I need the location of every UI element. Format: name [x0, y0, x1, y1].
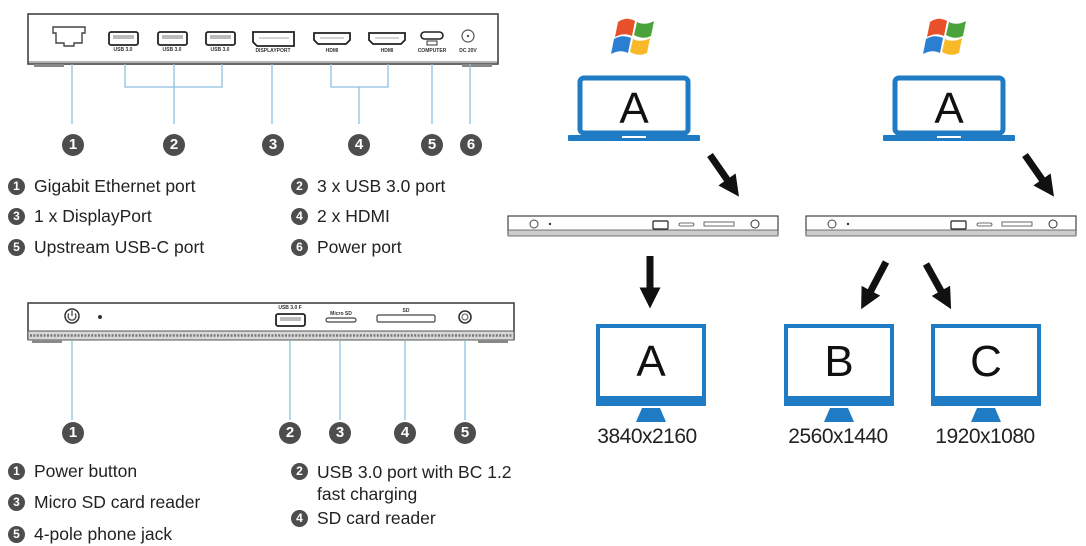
legend-item: 1 Gigabit Ethernet port: [8, 176, 195, 196]
legend-number: 1: [8, 178, 25, 195]
laptop-screen-letter: A: [619, 84, 649, 133]
port-label: HDMI: [380, 48, 394, 54]
monitor-screen-letter: C: [970, 337, 1002, 386]
legend-text: 4-pole phone jack: [34, 524, 173, 544]
sd-slot-icon: [376, 314, 436, 323]
legend-number: 3: [8, 494, 25, 511]
legend-number: 3: [8, 208, 25, 225]
callout-badge: 1: [62, 422, 84, 444]
legend-text: USB 3.0 port with BC 1.2: [317, 462, 512, 482]
legend-number: 2: [291, 178, 308, 195]
legend-text: 3 x USB 3.0 port: [317, 176, 446, 196]
callout-badge: 3: [262, 134, 284, 156]
usb-c-port-icon: [420, 31, 444, 40]
ethernet-port-icon: [52, 26, 86, 47]
displayport-icon: [252, 31, 295, 47]
port-label: USB 3.0: [113, 47, 133, 53]
legend-number: 5: [8, 526, 25, 543]
resolution-label: 1920x1080: [935, 425, 1035, 448]
resolution-label: 3840x2160: [597, 425, 697, 448]
arrow-icon: [707, 152, 740, 197]
legend-number: 6: [291, 239, 308, 256]
arrow-icon: [1022, 152, 1055, 197]
legend-item: 3 1 x DisplayPort: [8, 206, 152, 226]
legend-item: 4 SD card reader: [291, 508, 436, 528]
callout-badge: 5: [421, 134, 443, 156]
laptop-screen-letter: A: [934, 84, 964, 133]
status-led-icon: [98, 315, 102, 319]
windows-logo-icon: [923, 18, 966, 55]
legend-item: 4 2 x HDMI: [291, 206, 390, 226]
callout-badge: 2: [163, 134, 185, 156]
legend-item: 5 4-pole phone jack: [8, 524, 172, 544]
legend-text: Power port: [317, 237, 402, 257]
front-leader-lines: [71, 341, 466, 420]
legend-item: 2 3 x USB 3.0 port: [291, 176, 445, 196]
legend-text: Upstream USB-C port: [34, 237, 205, 257]
callout-badge: 2: [279, 422, 301, 444]
port-label: USB 3.0: [210, 47, 230, 53]
legend-text: SD card reader: [317, 508, 436, 528]
legend-text-continued: fast charging: [317, 484, 418, 504]
monitor-screen-letter: A: [636, 337, 666, 386]
port-label: COMPUTER: [417, 48, 447, 54]
callout-badge: 6: [460, 134, 482, 156]
legend-text: 1 x DisplayPort: [34, 206, 152, 226]
resolution-label: 2560x1440: [788, 425, 888, 448]
legend-text: Power button: [34, 461, 138, 481]
legend-item: 3 Micro SD card reader: [8, 492, 200, 512]
monitor-screen-letter: B: [824, 337, 854, 386]
legend-number: 4: [291, 510, 308, 527]
windows-logo-icon: [611, 18, 654, 55]
dock-front-icon: [805, 215, 1077, 237]
callout-badge: 4: [348, 134, 370, 156]
dock-front-icon: [507, 215, 779, 237]
legend-number: 1: [8, 463, 25, 480]
legend-item: 5 Upstream USB-C port: [8, 237, 204, 257]
callout-badge: 3: [329, 422, 351, 444]
legend-number: 2: [291, 463, 308, 480]
port-label: SD: [402, 308, 410, 314]
callout-badge: 1: [62, 134, 84, 156]
legend-text: Micro SD card reader: [34, 492, 201, 512]
arrow-icon: [922, 262, 952, 310]
legend-number: 4: [291, 208, 308, 225]
legend-item: 2 USB 3.0 port with BC 1.2 fast charging: [291, 461, 512, 505]
legend-text: 2 x HDMI: [317, 206, 390, 226]
port-label: DC 20V: [459, 48, 477, 54]
port-label: USB 3.0: [162, 47, 182, 53]
back-leader-lines: [71, 64, 471, 124]
legend-item: 6 Power port: [291, 237, 402, 257]
callout-badge: 4: [394, 422, 416, 444]
legend-item: 1 Power button: [8, 461, 137, 481]
arrow-icon: [861, 260, 890, 310]
legend-text: Gigabit Ethernet port: [34, 176, 196, 196]
port-label: USB 3.0 F: [278, 305, 302, 311]
legend-number: 5: [8, 239, 25, 256]
port-label: Micro SD: [330, 311, 352, 317]
port-label: DISPLAYPORT: [255, 48, 291, 54]
port-label: HDMI: [325, 48, 339, 54]
callout-badge: 5: [454, 422, 476, 444]
micro-sd-slot-icon: [325, 317, 357, 323]
